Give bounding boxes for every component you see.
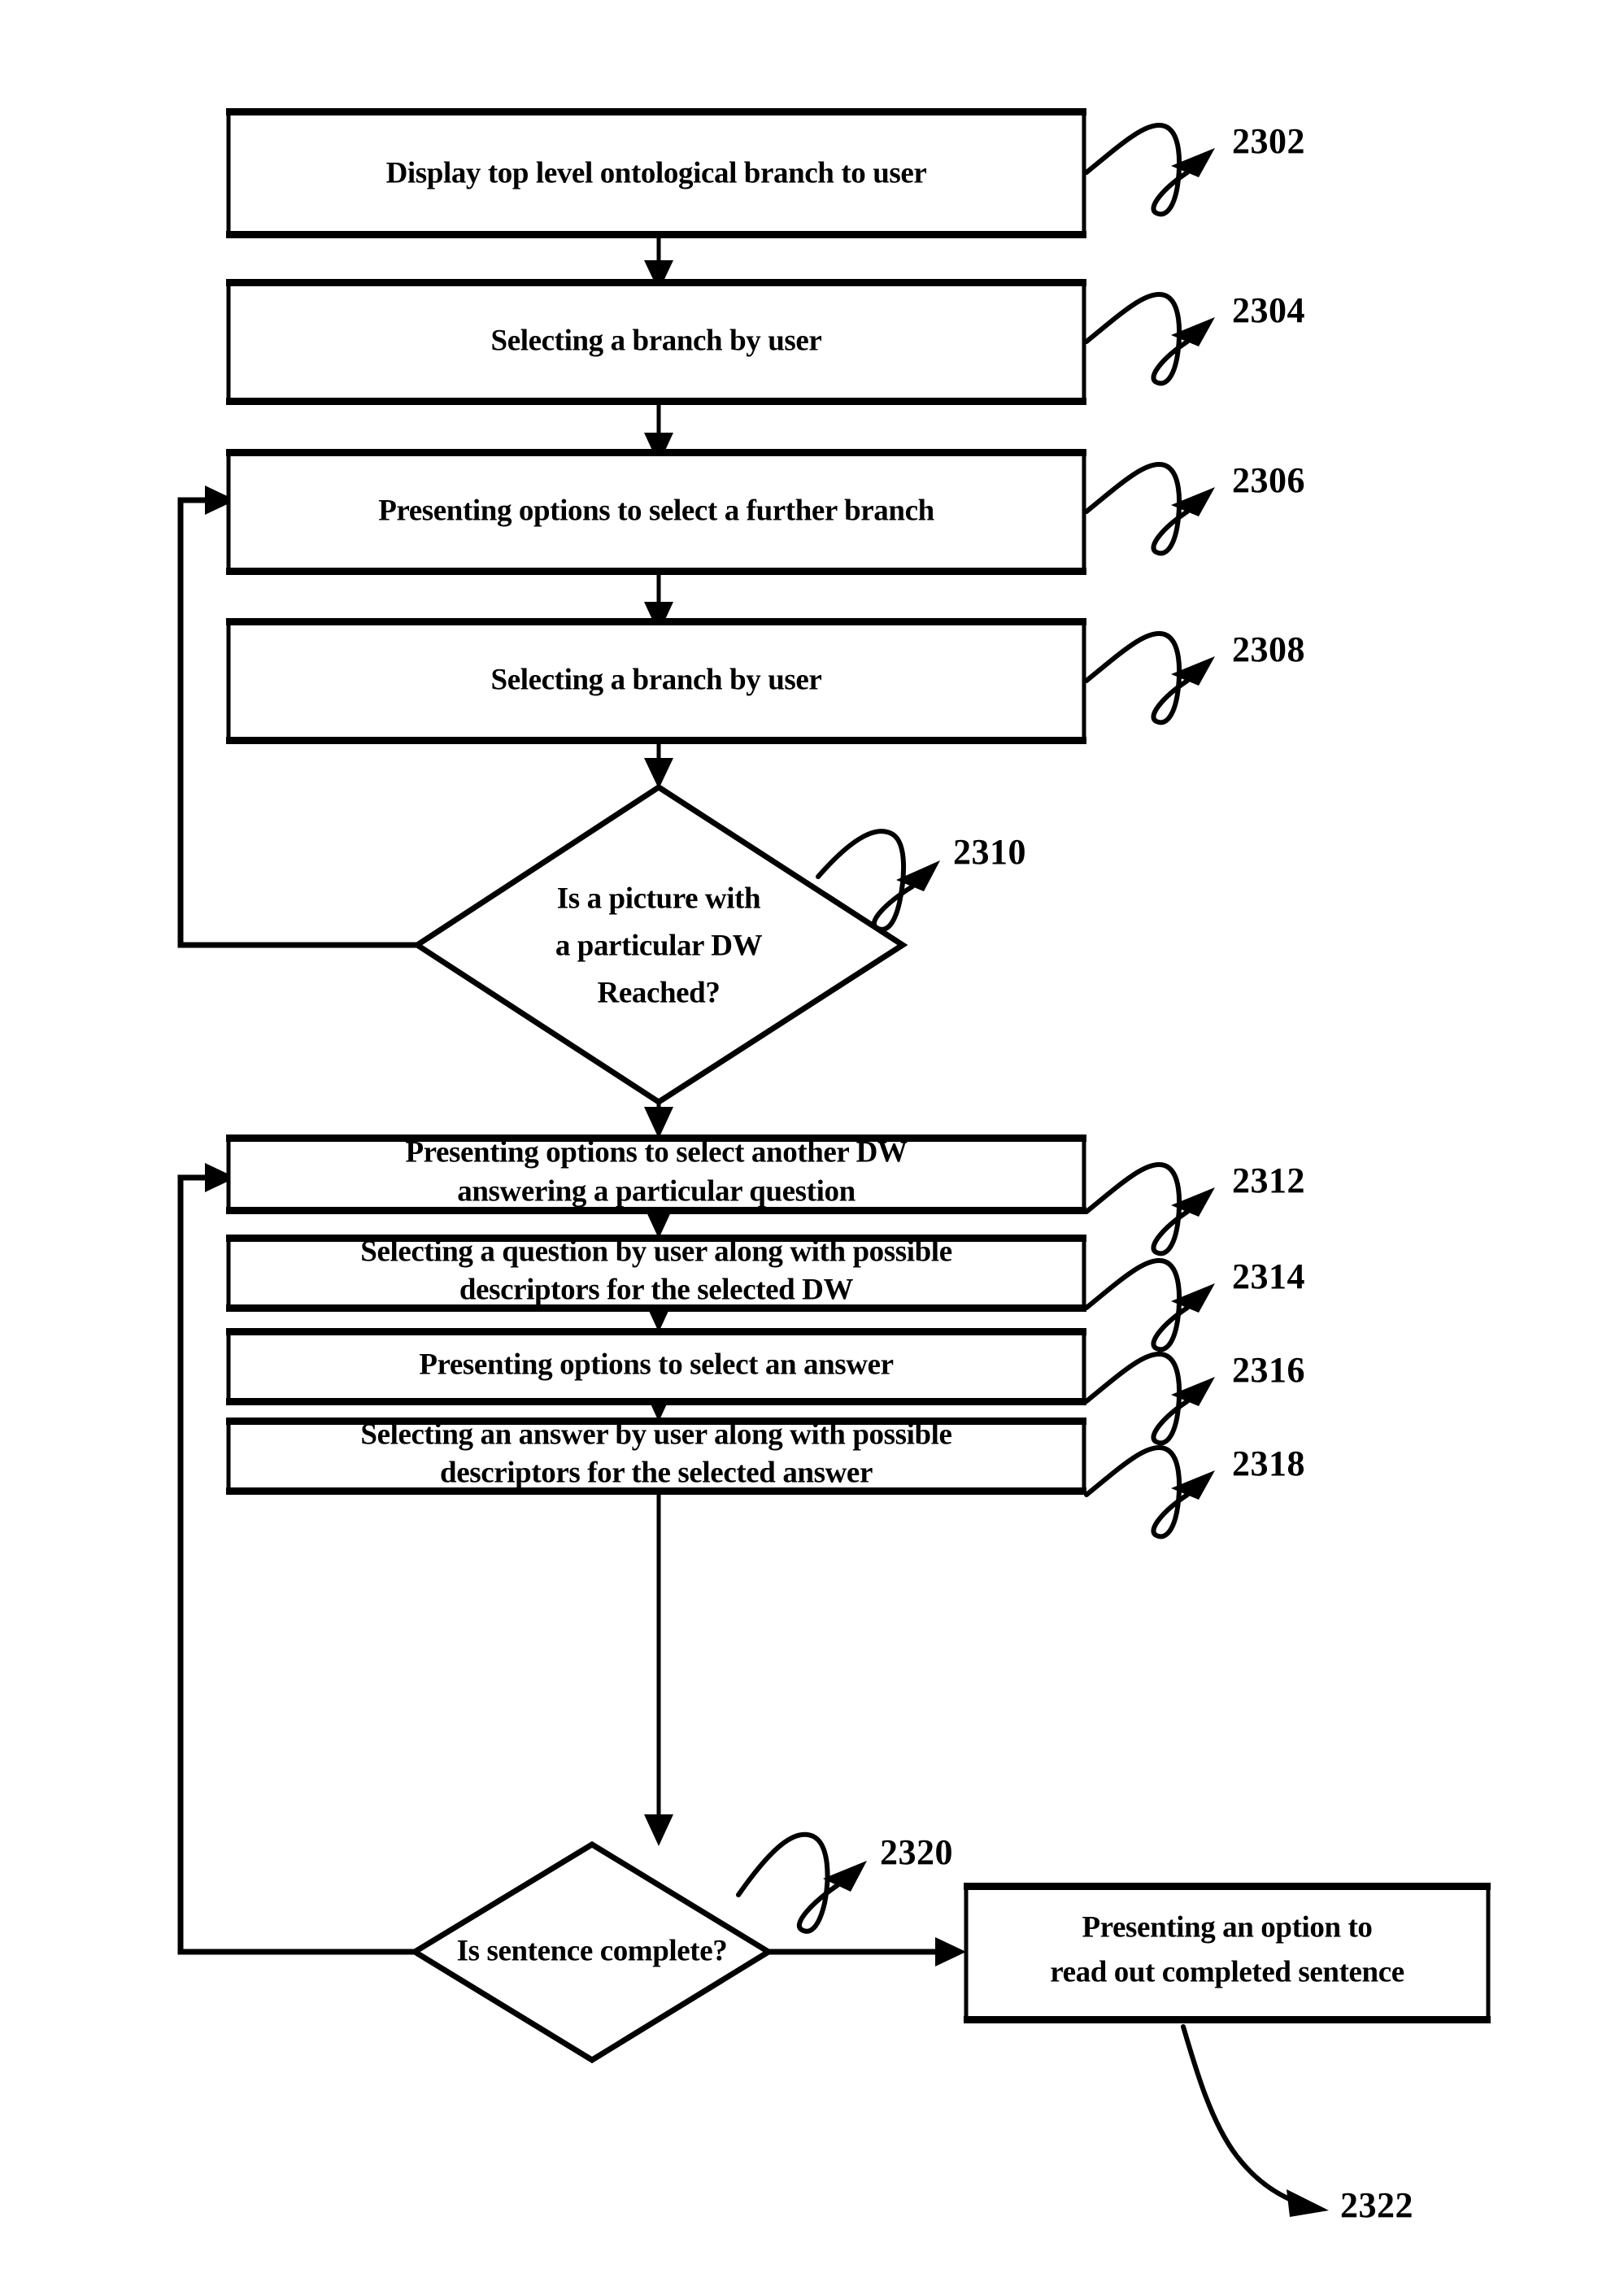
callout-2306-squiggle — [1084, 461, 1190, 556]
node-2314[interactable]: Selecting a question by user along with … — [226, 1235, 1086, 1312]
ref-2322: 2322 — [1340, 2185, 1413, 2225]
feedback-loop-2320-to-2312 — [177, 1163, 415, 1955]
callout-2306: 2306 — [1084, 460, 1305, 556]
callout-2304: 2304 — [1084, 290, 1305, 386]
node-2306[interactable]: Presenting options to select a further b… — [226, 449, 1086, 575]
connector-2306-to-2308 — [644, 569, 673, 634]
node-2310[interactable]: Is a picture with a particular DW Reache… — [411, 783, 908, 1106]
connector-2308-to-2310 — [644, 738, 673, 789]
node-2302[interactable]: Display top level ontological branch to … — [226, 108, 1086, 238]
callout-2314: 2314 — [1084, 1256, 1305, 1352]
callout-2312-squiggle — [1084, 1161, 1190, 1256]
connector-2302-to-2304 — [644, 234, 673, 291]
callout-2318-squiggle — [1084, 1444, 1190, 1539]
callout-2316-squiggle — [1084, 1351, 1190, 1446]
node-2322-line-1: Presenting an option to — [1082, 1910, 1372, 1944]
callout-2310-arrowhead — [896, 860, 940, 891]
callout-2322-arrowhead — [1287, 2189, 1329, 2217]
callout-2316: 2316 — [1084, 1350, 1305, 1446]
node-2302-line-1: Display top level ontological branch to … — [386, 156, 927, 189]
callout-2322-squiggle — [1181, 2024, 1304, 2206]
node-2312-line-1: Presenting options to select another DW — [405, 1135, 908, 1169]
node-2306-line-1: Presenting options to select a further b… — [378, 494, 934, 527]
node-2318-line-1: Selecting an answer by user along with p… — [360, 1418, 951, 1451]
callout-2320-arrowhead — [823, 1861, 867, 1892]
node-2308-line-1: Selecting a branch by user — [491, 663, 822, 696]
callout-2312: 2312 — [1084, 1161, 1305, 1256]
callout-2314-arrowhead — [1171, 1283, 1215, 1313]
callout-2310: 2310 — [816, 829, 1026, 932]
node-2314-line-1: Selecting a question by user along with … — [360, 1235, 951, 1268]
ref-2302: 2302 — [1232, 121, 1305, 161]
feedback-loop-2310-to-2306 — [177, 486, 417, 948]
node-2310-line-1: Is a picture with — [557, 882, 761, 915]
callout-2308-squiggle — [1084, 630, 1190, 725]
node-2314-line-2: descriptors for the selected DW — [459, 1273, 854, 1306]
node-2312-line-2: answering a particular question — [457, 1174, 856, 1208]
connector-2320-to-2322 — [768, 1937, 966, 1966]
node-2318-line-2: descriptors for the selected answer — [440, 1456, 873, 1489]
node-2312[interactable]: Presenting options to select another DW … — [226, 1134, 1086, 1214]
node-2322[interactable]: Presenting an option to read out complet… — [964, 1883, 1491, 2023]
callout-2302: 2302 — [1084, 121, 1305, 217]
ref-2316: 2316 — [1232, 1350, 1305, 1390]
node-2304[interactable]: Selecting a branch by user — [226, 279, 1086, 405]
callout-2314-squiggle — [1084, 1257, 1190, 1352]
ref-2312: 2312 — [1232, 1161, 1305, 1200]
connector-2310-to-2312 — [644, 1102, 673, 1139]
callout-2318-arrowhead — [1171, 1470, 1215, 1500]
callout-2304-arrowhead — [1171, 317, 1215, 346]
node-layer: Display top level ontological branch to … — [226, 108, 1491, 2064]
node-2320-line-1: Is sentence complete? — [457, 1934, 728, 1967]
callout-2308: 2308 — [1084, 629, 1305, 725]
ref-2320: 2320 — [880, 1832, 953, 1872]
connector-2318-to-2320 — [644, 1491, 673, 1846]
node-2318[interactable]: Selecting an answer by user along with p… — [226, 1418, 1086, 1495]
ref-2304: 2304 — [1232, 290, 1305, 330]
reference-callout-layer: 2302 2304 2306 2308 — [736, 121, 1413, 2225]
callout-2316-arrowhead — [1171, 1377, 1215, 1406]
callout-2310-squiggle — [816, 829, 915, 932]
ref-2308: 2308 — [1232, 629, 1305, 669]
node-2316[interactable]: Presenting options to select an answer — [226, 1328, 1086, 1405]
node-2322-line-2: read out completed sentence — [1050, 1955, 1404, 1988]
ref-2314: 2314 — [1232, 1256, 1305, 1296]
callout-2322: 2322 — [1181, 2024, 1413, 2225]
callout-2308-arrowhead — [1171, 656, 1215, 686]
callout-2312-arrowhead — [1171, 1187, 1215, 1217]
node-2310-line-2: a particular DW — [555, 929, 763, 962]
callout-2306-arrowhead — [1171, 487, 1215, 516]
callout-2302-squiggle — [1084, 122, 1190, 217]
callout-2320: 2320 — [736, 1831, 953, 1934]
callout-2304-squiggle — [1084, 291, 1190, 386]
node-2310-line-3: Reached? — [598, 976, 721, 1009]
callout-2318: 2318 — [1084, 1444, 1305, 1539]
node-2316-line-1: Presenting options to select an answer — [419, 1348, 893, 1381]
callout-2320-squiggle — [736, 1831, 840, 1934]
callout-2302-arrowhead — [1171, 148, 1215, 177]
node-2304-line-1: Selecting a branch by user — [491, 324, 822, 357]
node-2308[interactable]: Selecting a branch by user — [226, 618, 1086, 744]
ref-2306: 2306 — [1232, 460, 1305, 500]
connector-2304-to-2306 — [644, 400, 673, 464]
ref-2310: 2310 — [953, 832, 1026, 872]
node-2320[interactable]: Is sentence complete? — [409, 1840, 774, 2064]
ref-2318: 2318 — [1232, 1444, 1305, 1483]
